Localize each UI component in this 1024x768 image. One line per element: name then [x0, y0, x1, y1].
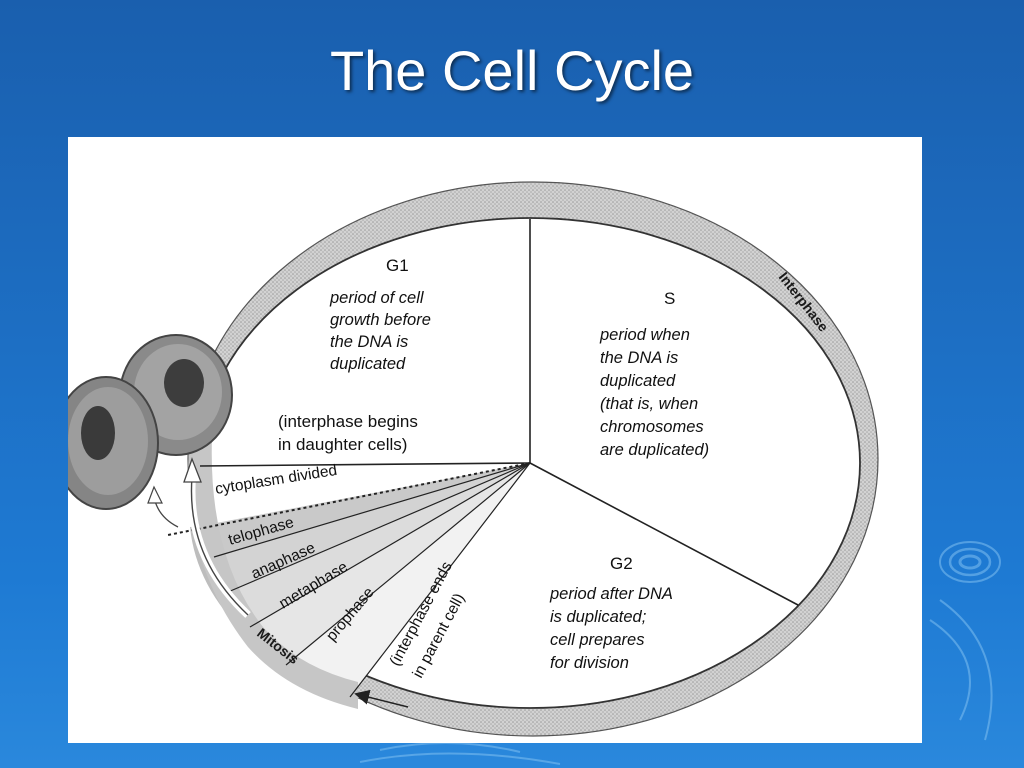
s-line-6: are duplicated) — [600, 441, 709, 459]
slide-title: The Cell Cycle — [329, 39, 695, 102]
s-line-5: chromosomes — [600, 418, 704, 436]
g1-note-line-2: in daughter cells) — [278, 435, 407, 454]
s-line-1: period when — [599, 326, 690, 344]
mitosis-arc — [188, 437, 358, 709]
g2-title: G2 — [610, 554, 633, 573]
s-line-3: duplicated — [600, 372, 676, 390]
cell-cycle-diagram: Interphase Mitosis G1 period of cell gro… — [68, 137, 922, 743]
g1-line-2: growth before — [330, 311, 431, 329]
g2-line-1: period after DNA — [549, 585, 673, 603]
g2-line-3: cell prepares — [550, 631, 644, 649]
g2-line-2: is duplicated; — [550, 608, 647, 626]
g1-line-3: the DNA is — [330, 333, 408, 351]
g1-note-line-1: (interphase begins — [278, 412, 418, 431]
s-line-2: the DNA is — [600, 349, 678, 367]
g1-title: G1 — [386, 256, 409, 275]
g1-line-4: duplicated — [330, 355, 406, 373]
s-line-4: (that is, when — [600, 395, 698, 413]
g2-line-4: for division — [550, 654, 629, 672]
cycle-arrows — [147, 457, 409, 708]
sector-lines — [167, 219, 799, 698]
g1-line-1: period of cell — [329, 289, 425, 307]
daughter-cells — [68, 334, 233, 510]
s-title: S — [664, 289, 675, 308]
mitosis-wedge — [203, 463, 530, 697]
